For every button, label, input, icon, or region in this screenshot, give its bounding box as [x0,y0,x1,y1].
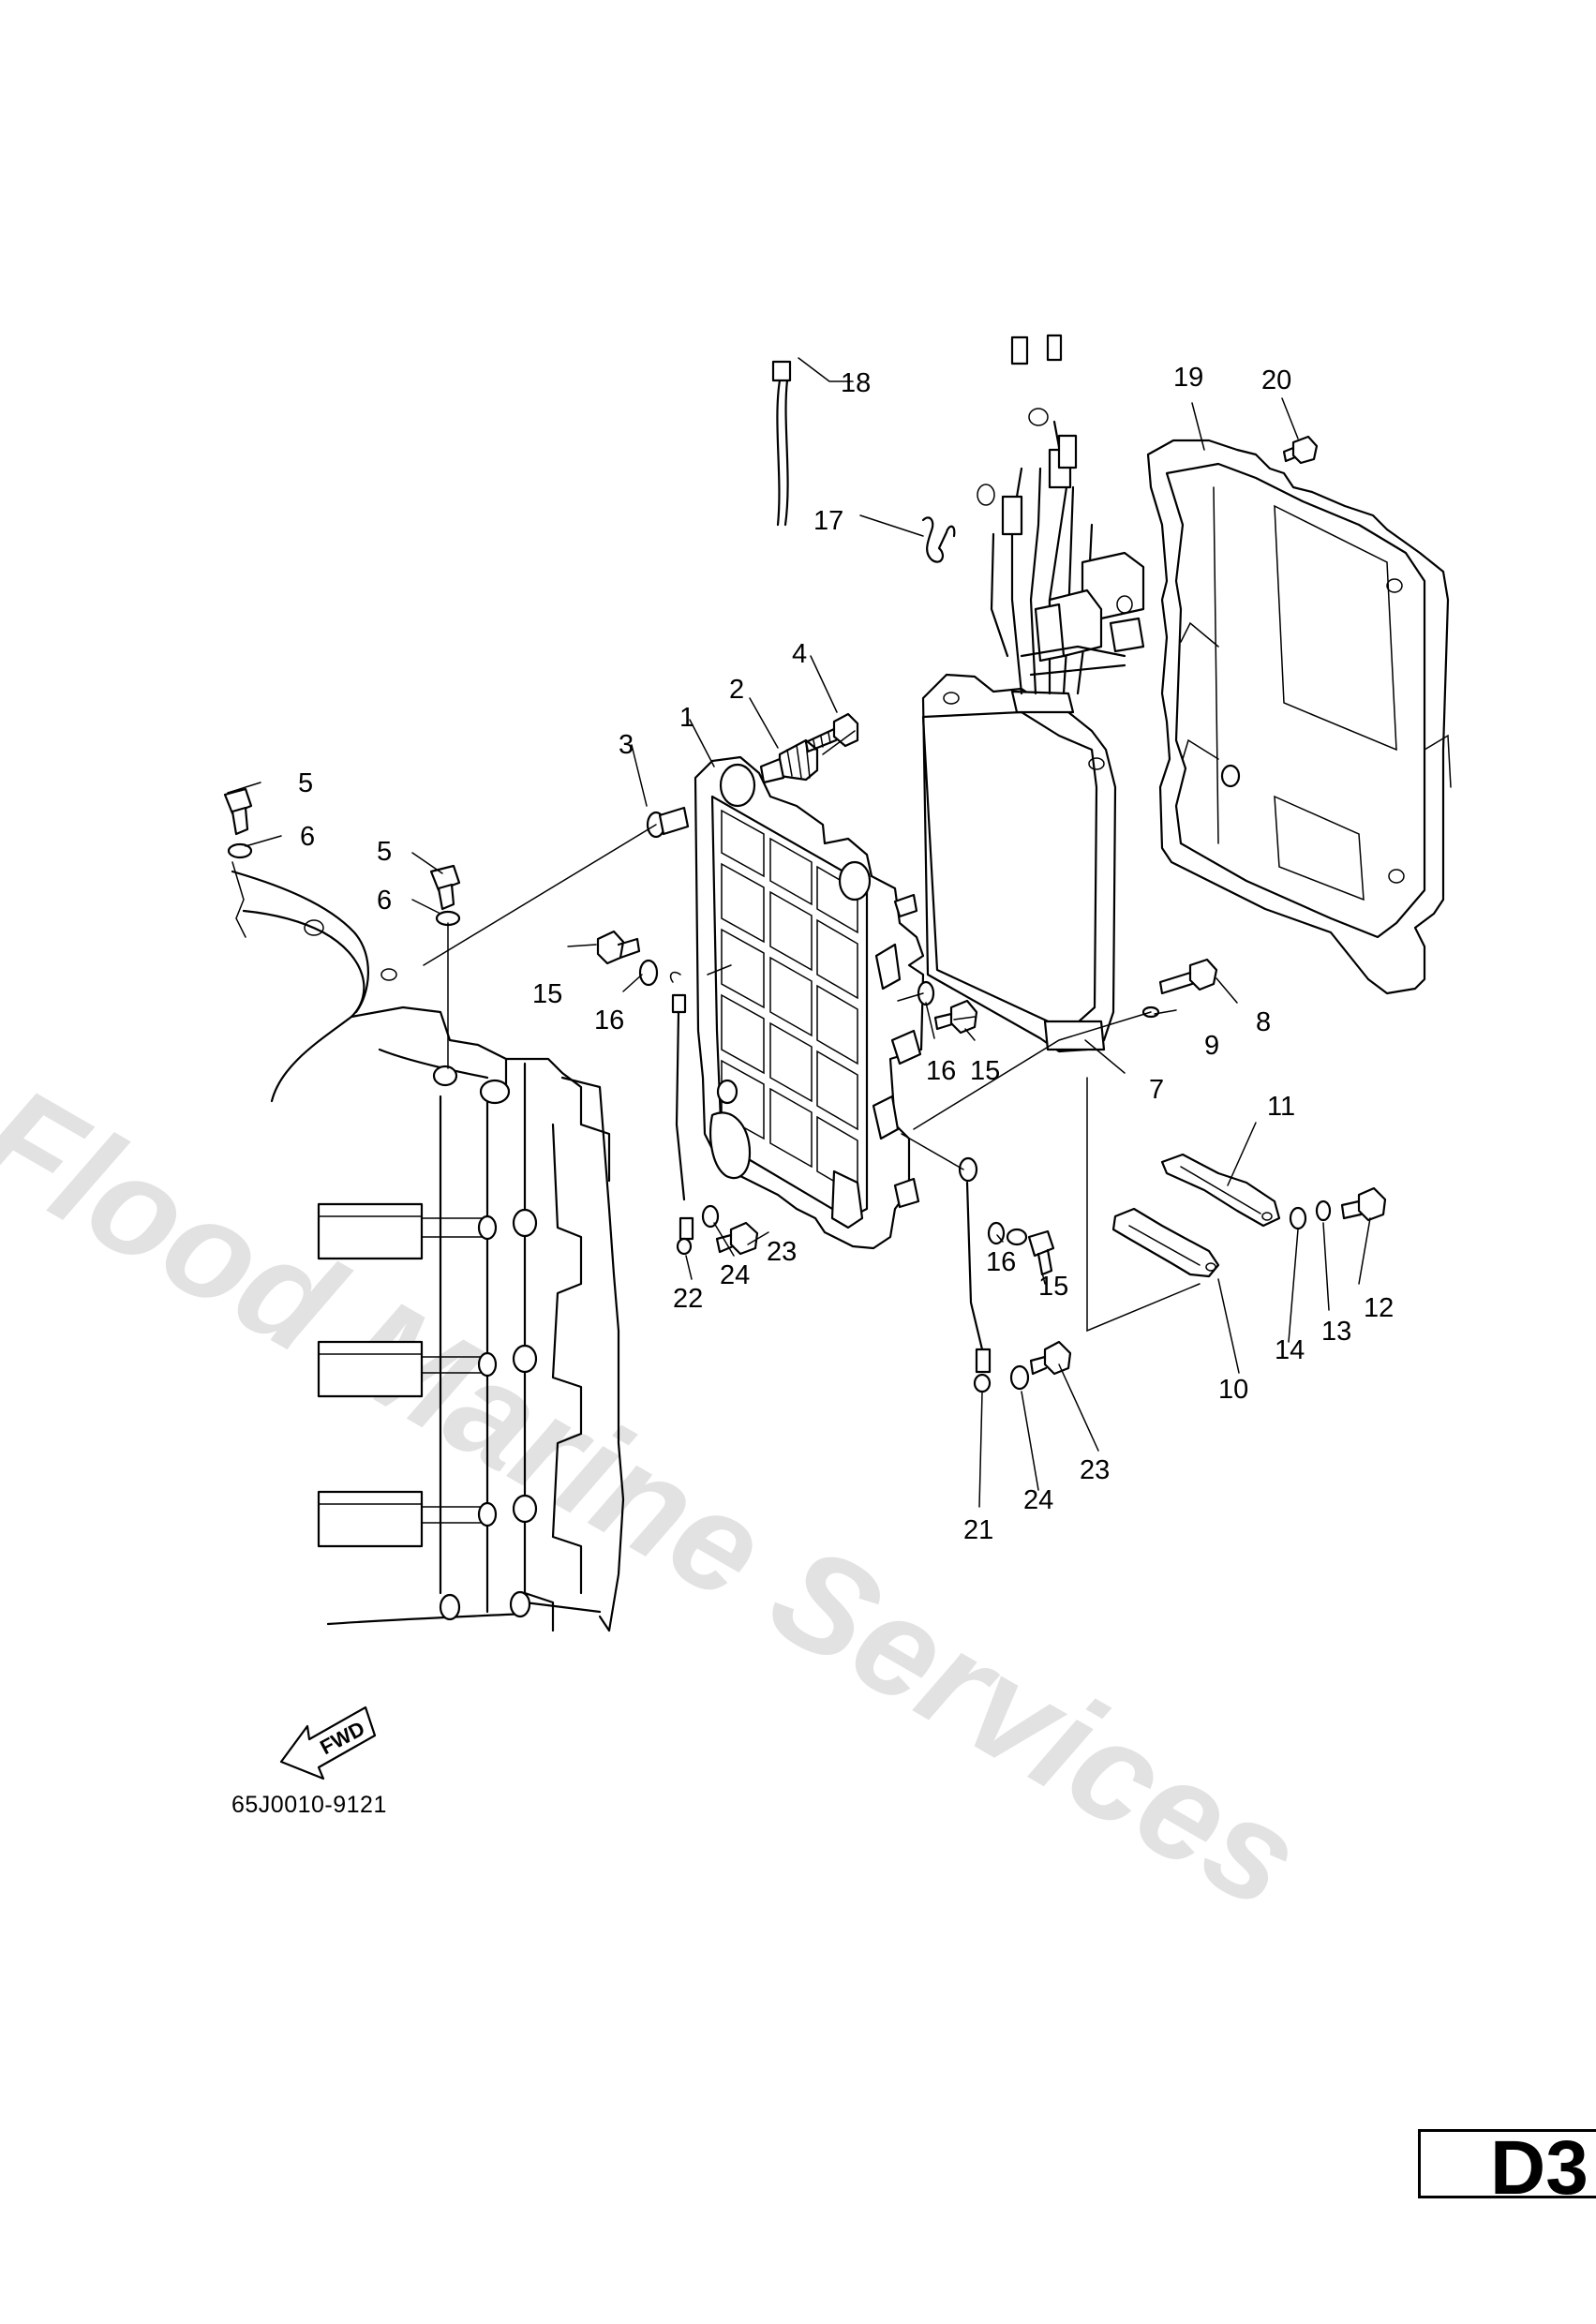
drawing-code: 65J0010-9121 [231,1792,387,1818]
bolt-washer-right [987,1221,1055,1276]
screw-washer-23a [701,1204,759,1256]
cable-tie [771,360,792,527]
wire-clip [921,516,956,563]
screw-4 [804,712,859,753]
bracket-11 [1160,1153,1281,1228]
callout-24a: 24 [720,1260,750,1290]
callout-9: 9 [1204,1031,1219,1061]
callout-11: 11 [1267,1092,1295,1122]
cover [1146,439,1452,995]
callout-16a: 16 [594,1006,624,1035]
callout-15b: 15 [970,1056,1000,1086]
callout-2: 2 [729,675,744,705]
screw-20 [1282,435,1319,465]
screw-washer-23b [1009,1340,1072,1391]
bolt-washer-upper [223,787,253,859]
engine-block [231,861,625,1632]
bolt-washer-lower [429,864,461,927]
callout-5b: 5 [377,837,392,867]
ground-wire-22 [669,971,694,1256]
fasteners-12-14 [1289,1186,1387,1230]
callout-6a: 6 [300,822,315,852]
callout-8: 8 [1256,1007,1271,1037]
control-unit [921,673,1117,1053]
callout-6b: 6 [377,886,392,916]
callout-22: 22 [673,1284,703,1314]
section-tab-label: D3 [1490,2125,1589,2211]
callout-3: 3 [619,730,634,760]
screw-washer-mid [917,980,978,1035]
section-tab: D3 [1418,2125,1596,2211]
assembly-lines [423,730,1201,1333]
bracket-plate [694,755,925,1250]
callout-7: 7 [1149,1075,1164,1105]
screw-washer-left [596,930,659,987]
fwd-arrow-icon: FWD [279,1706,377,1780]
callout-16b: 16 [926,1056,956,1086]
callout-4: 4 [792,639,807,669]
callout-16c: 16 [986,1247,1016,1277]
callouts: 1 2 3 4 5 5 6 6 7 8 9 10 11 12 13 14 15 … [298,363,1394,1545]
wire-harness [977,334,1145,695]
callout-23a: 23 [767,1237,797,1267]
callout-13: 13 [1321,1317,1351,1347]
callout-21: 21 [963,1515,993,1545]
callout-23b: 23 [1080,1455,1110,1485]
callout-19: 19 [1173,363,1203,393]
callout-18: 18 [841,368,871,398]
bracket-10 [1111,1207,1220,1278]
callout-10: 10 [1218,1375,1248,1405]
collar [646,806,690,839]
callout-12: 12 [1364,1293,1394,1323]
callout-15a: 15 [532,979,562,1009]
callout-20: 20 [1261,365,1291,395]
callout-5a: 5 [298,768,313,798]
callout-15c: 15 [1038,1272,1068,1302]
callout-14: 14 [1275,1335,1305,1365]
callout-24b: 24 [1023,1485,1053,1515]
grommet [759,738,819,784]
callout-1: 1 [679,703,694,733]
bolt-washer-8-9 [1141,958,1218,1019]
leader-lines [227,357,1371,1508]
callout-17: 17 [813,506,843,536]
ground-wire-21 [958,1156,992,1393]
